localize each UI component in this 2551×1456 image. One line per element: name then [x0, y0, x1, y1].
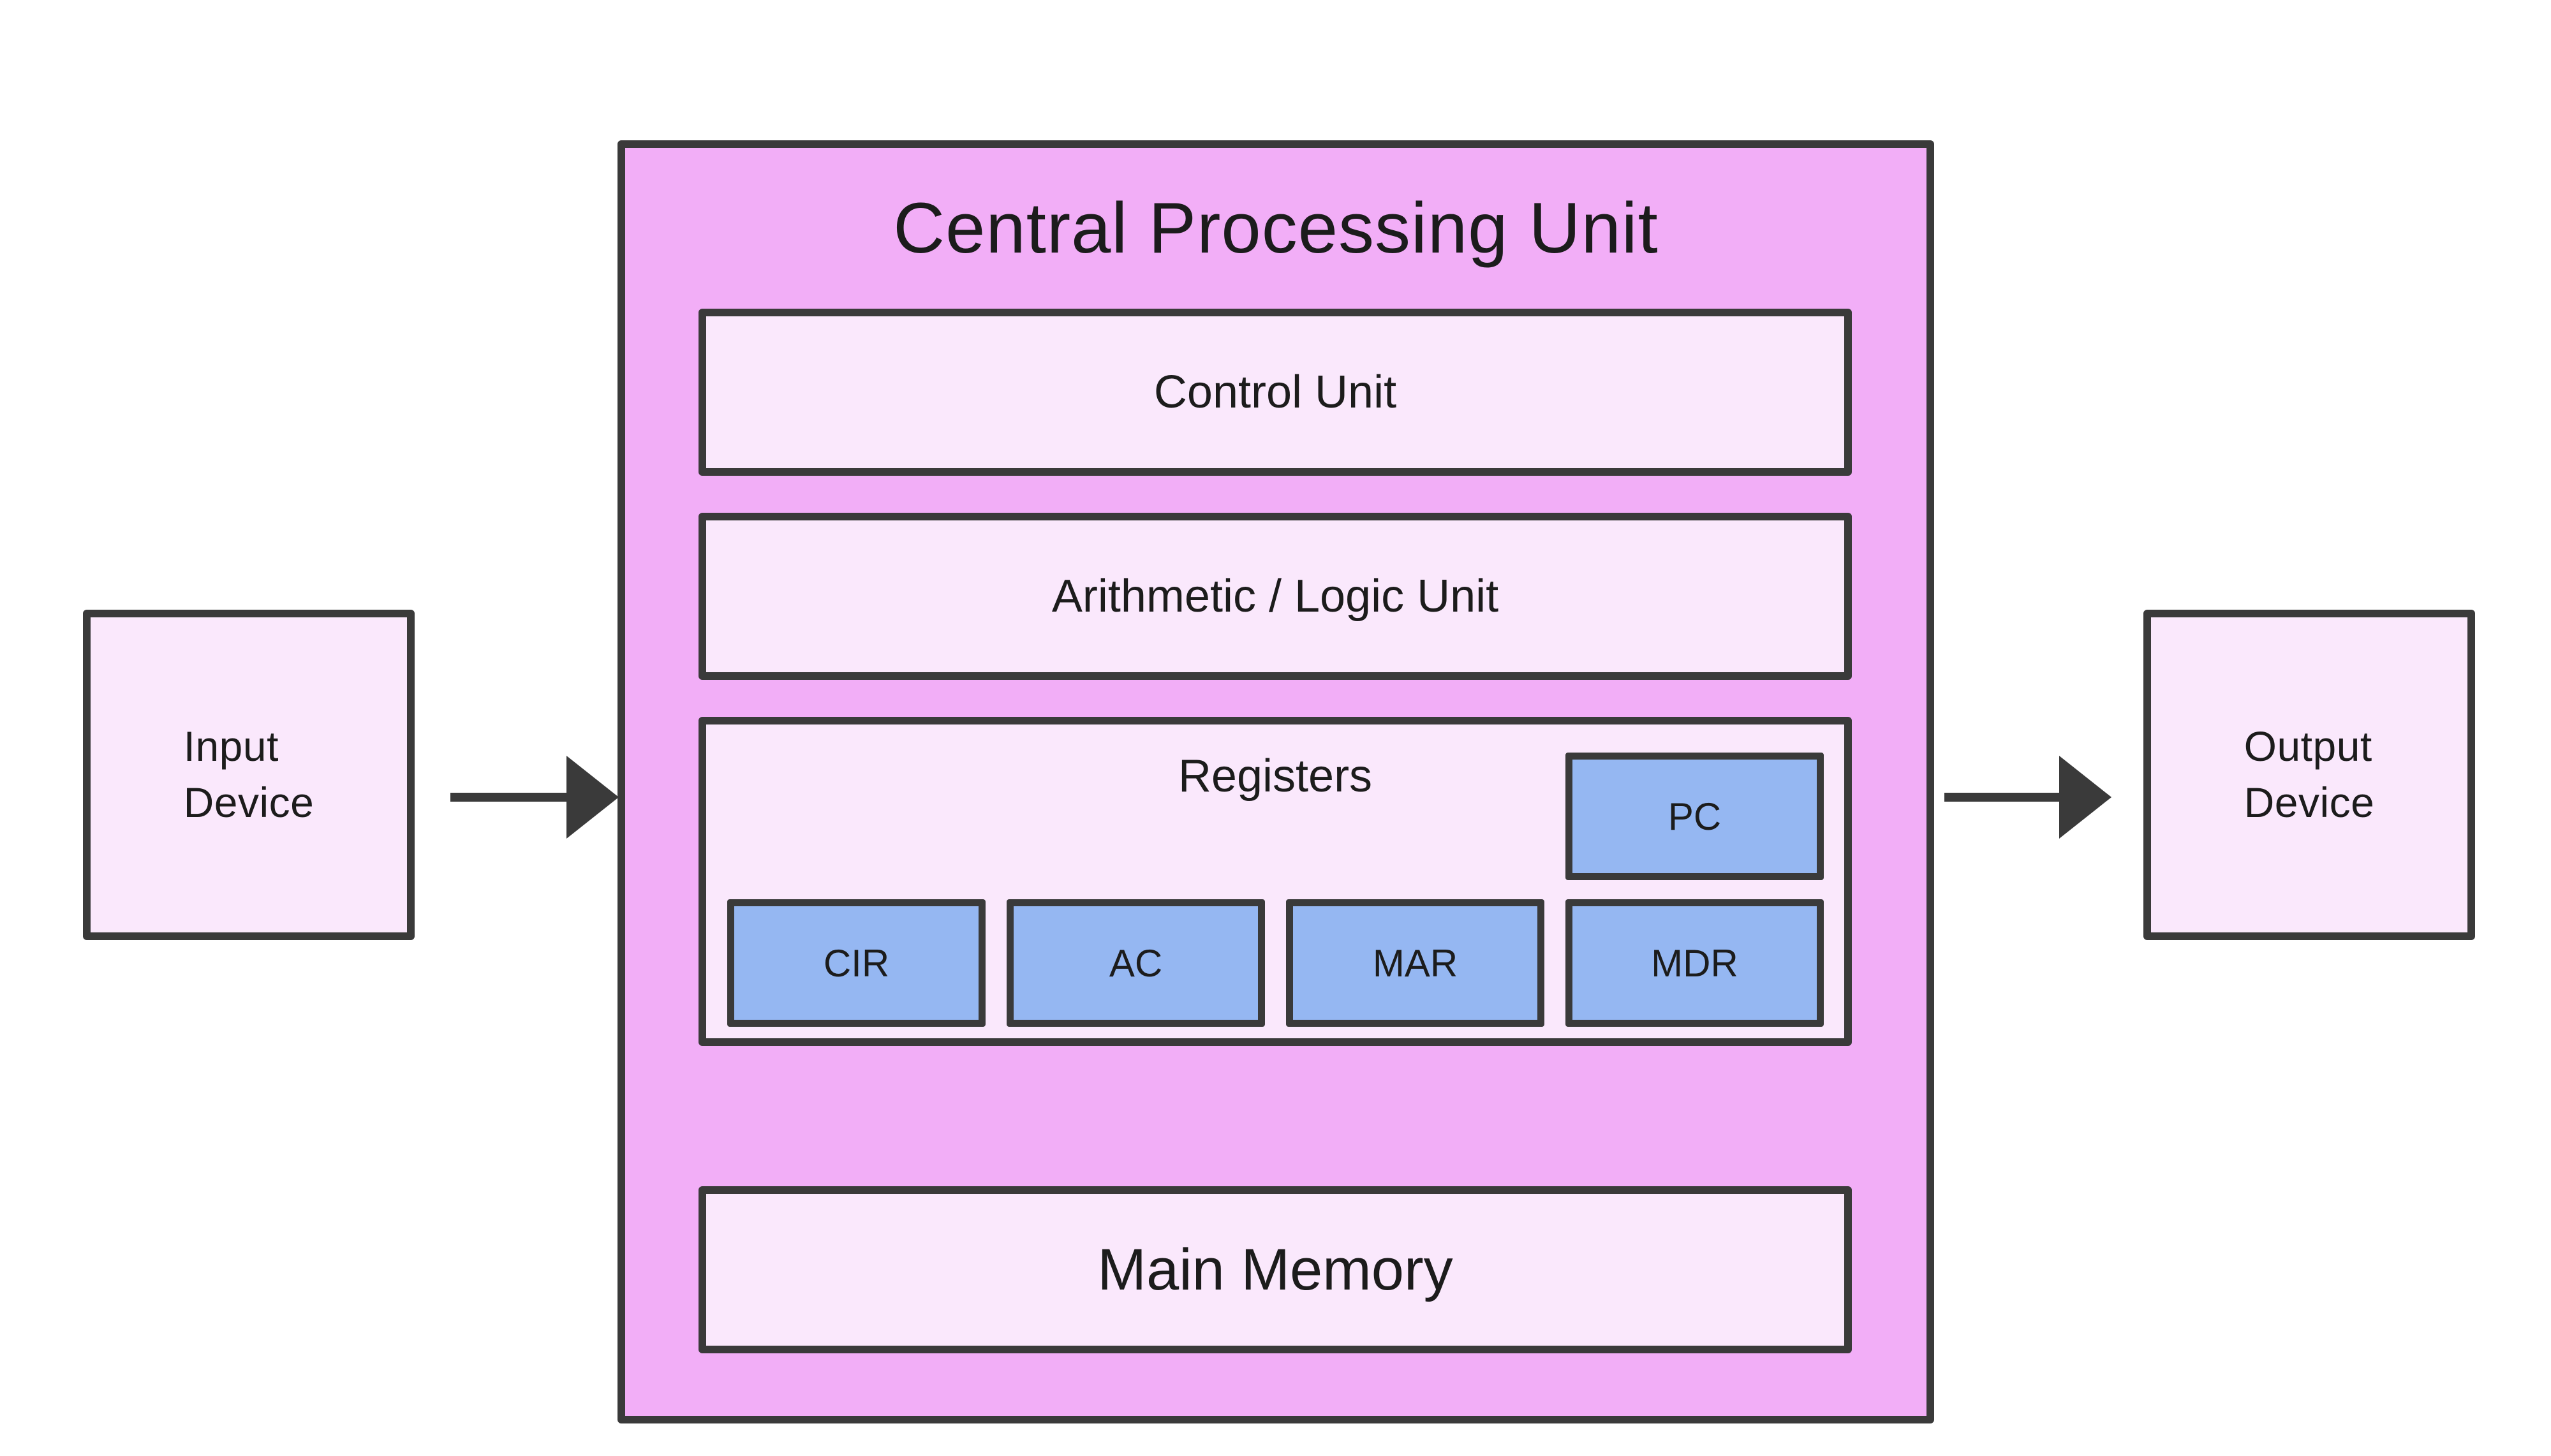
arrow-head: [566, 756, 619, 839]
arrow-head: [2059, 756, 2111, 839]
registers-label: Registers: [1178, 751, 1373, 802]
alu-box: Arithmetic / Logic Unit: [699, 513, 1852, 680]
input-device-label-line2: Device: [183, 779, 314, 826]
register-pc-label: PC: [1667, 795, 1722, 838]
arrow-shaft: [450, 793, 570, 802]
input-device-label-line1: Input: [183, 723, 279, 770]
control-unit-label: Control Unit: [1153, 367, 1397, 418]
output-device-label: Output Device: [2244, 719, 2375, 831]
input-device-box: Input Device: [83, 610, 415, 940]
register-pc: PC: [1565, 753, 1824, 880]
main-memory-box: Main Memory: [699, 1186, 1852, 1353]
register-ac: AC: [1007, 899, 1265, 1027]
cpu-box: Central Processing Unit Control Unit Ari…: [617, 140, 1934, 1423]
register-ac-label: AC: [1109, 941, 1163, 985]
register-cir: CIR: [727, 899, 986, 1027]
registers-box: Registers PC CIR AC MAR MDR: [699, 717, 1852, 1046]
output-device-label-line2: Device: [2244, 779, 2375, 826]
main-memory-label: Main Memory: [1097, 1237, 1453, 1302]
arrow-shaft: [1944, 793, 2063, 802]
register-mar-label: MAR: [1372, 941, 1458, 985]
register-mdr-label: MDR: [1651, 941, 1738, 985]
output-device-label-line1: Output: [2244, 723, 2372, 770]
output-device-box: Output Device: [2143, 610, 2475, 940]
cpu-to-output-arrow-icon: [1944, 756, 2111, 839]
input-to-cpu-arrow-icon: [450, 756, 619, 839]
register-cir-label: CIR: [823, 941, 890, 985]
control-unit-box: Control Unit: [699, 309, 1852, 476]
register-mdr: MDR: [1565, 899, 1824, 1027]
register-mar: MAR: [1286, 899, 1544, 1027]
input-device-label: Input Device: [184, 719, 314, 831]
cpu-title: Central Processing Unit: [893, 188, 1659, 268]
alu-label: Arithmetic / Logic Unit: [1051, 571, 1499, 622]
